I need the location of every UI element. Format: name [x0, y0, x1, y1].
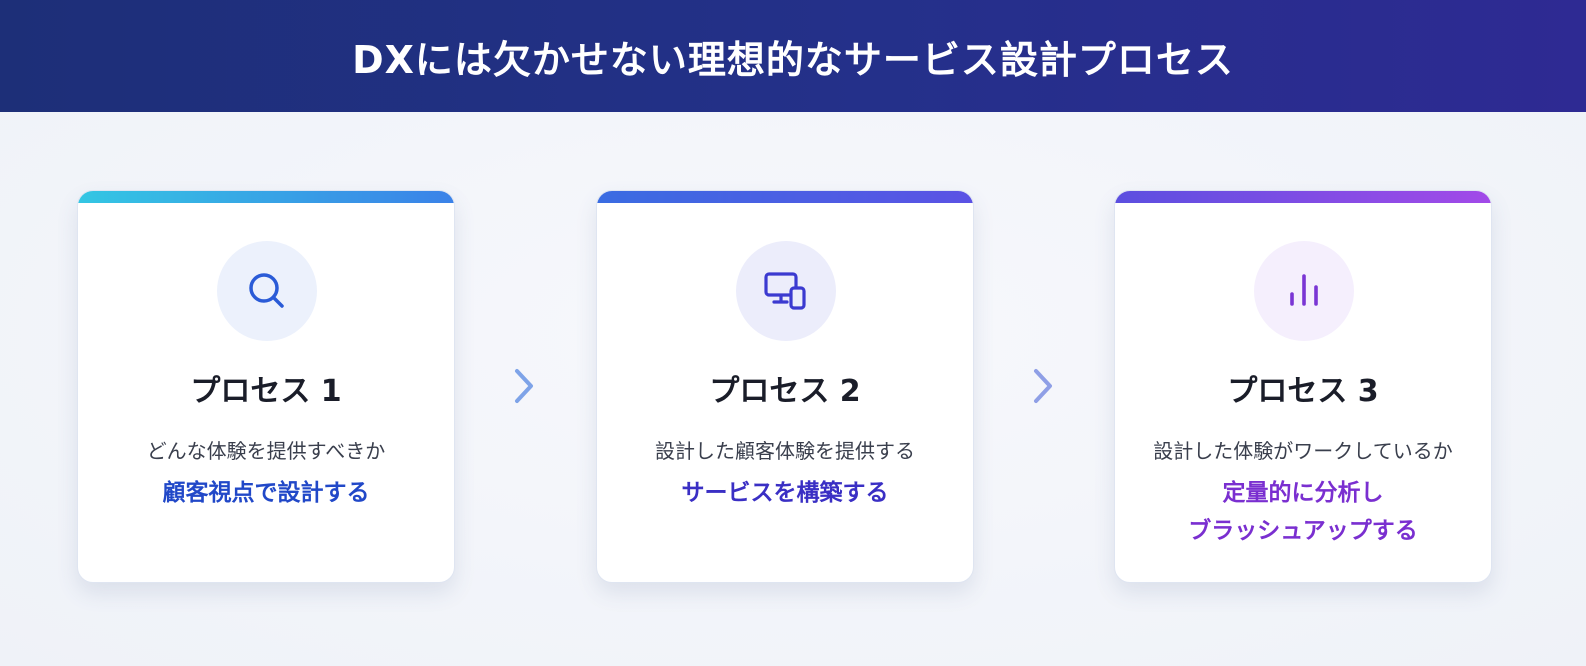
card-description: どんな体験を提供すべきか — [146, 439, 386, 463]
header-banner: DXには欠かせない理想的なサービス設計プロセス — [0, 0, 1586, 112]
card-accent-bar — [1115, 191, 1491, 203]
card-emphasis: サービスを構築する — [597, 474, 973, 512]
card-title: プロセス 2 — [709, 374, 861, 409]
chevron-right-icon — [515, 369, 533, 403]
card-title: プロセス 3 — [1227, 374, 1379, 409]
process-card-1: プロセス 1 どんな体験を提供すべきか 顧客視点で設計する — [77, 190, 455, 583]
search-icon — [249, 273, 284, 308]
card-description: 設計した顧客体験を提供する — [655, 439, 915, 463]
card-title: プロセス 1 — [190, 374, 342, 409]
icon-badge — [1254, 241, 1354, 341]
card-accent-bar — [597, 191, 973, 203]
card-emphasis-line: サービスを構築する — [681, 480, 889, 506]
devices-icon — [764, 272, 806, 310]
card-emphasis-line: 顧客視点で設計する — [162, 480, 370, 506]
icon-badge — [217, 241, 317, 341]
bar-chart-icon — [1290, 274, 1318, 306]
process-card-3: プロセス 3 設計した体験がワークしているか 定量的に分析し ブラッシュアップす… — [1114, 190, 1492, 583]
card-emphasis-line: 定量的に分析し — [1222, 480, 1384, 506]
card-accent-bar — [78, 191, 454, 203]
card-emphasis: 定量的に分析し ブラッシュアップする — [1115, 474, 1491, 550]
process-card-2: プロセス 2 設計した顧客体験を提供する サービスを構築する — [596, 190, 974, 583]
card-emphasis-line: ブラッシュアップする — [1188, 518, 1418, 544]
card-description: 設計した体験がワークしているか — [1153, 439, 1453, 463]
chevron-right-icon — [1034, 369, 1052, 403]
card-emphasis: 顧客視点で設計する — [78, 474, 454, 512]
icon-badge — [736, 241, 836, 341]
page-title: DXには欠かせない理想的なサービス設計プロセス — [352, 37, 1234, 82]
